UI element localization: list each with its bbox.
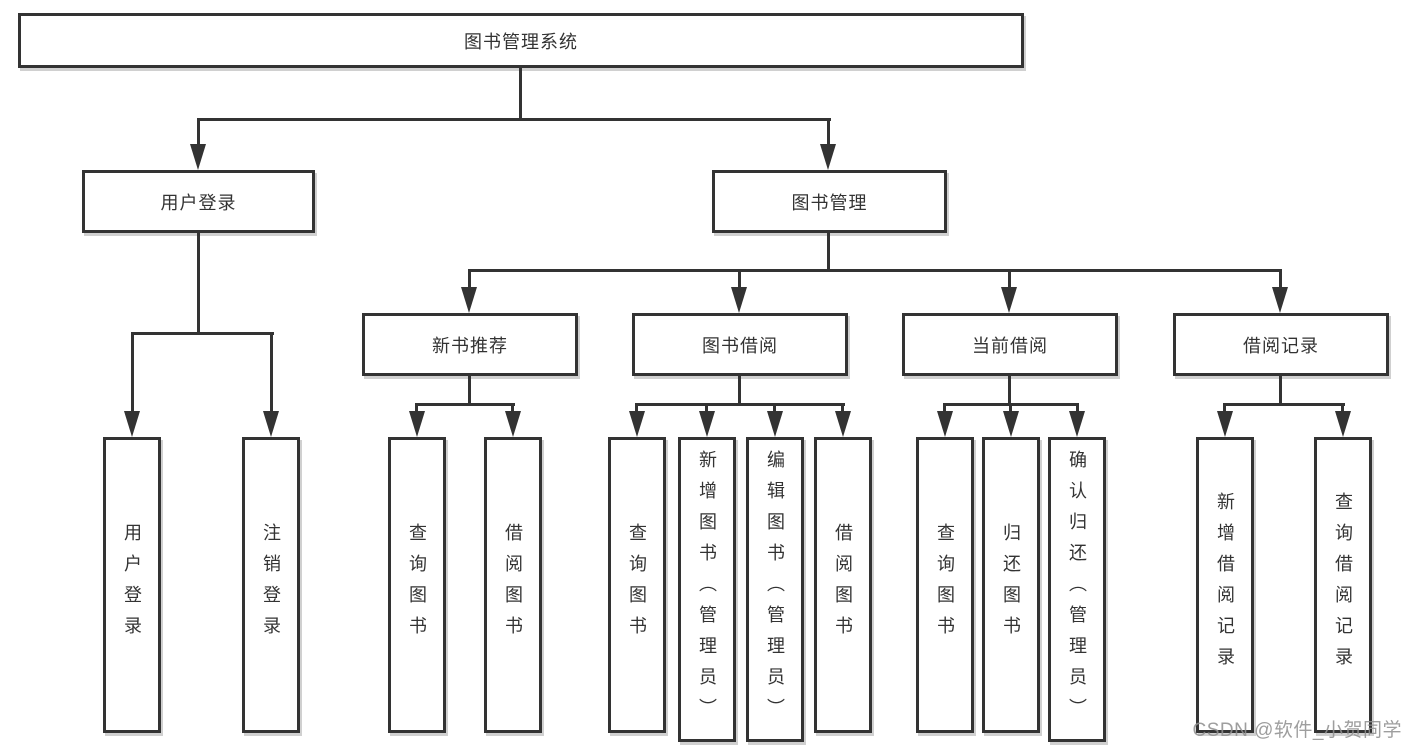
leaf-query-borrow-record-label: 查询借阅记录 — [1333, 492, 1353, 678]
connector-borrowrecords-branch2 — [1223, 403, 1345, 406]
node-user-login-label: 用户登录 — [160, 192, 237, 213]
node-root-label: 图书管理系统 — [464, 31, 578, 52]
connector-drop-user-login — [197, 118, 200, 148]
arrowhead-cb1 — [937, 411, 953, 437]
leaf-return-books-label: 归还图书 — [1001, 523, 1021, 647]
connector-drop-book-management — [827, 118, 830, 148]
leaf-logout-label: 注销登录 — [261, 523, 281, 647]
leaf-newbook-query-books-label: 查询图书 — [407, 523, 427, 647]
arrowhead-br2 — [1335, 411, 1351, 437]
arrowhead-cb2 — [1003, 411, 1019, 437]
csdn-watermark: CSDN @软件_小贺同学 — [1192, 720, 1402, 741]
leaf-edit-books-admin: 编辑图书（管理员） — [746, 437, 804, 742]
connector-drop-bb4 — [841, 403, 844, 415]
connector-drop-nb1 — [415, 403, 418, 415]
leaf-current-query-books: 查询图书 — [916, 437, 974, 733]
leaf-query-borrow-record: 查询借阅记录 — [1314, 437, 1372, 733]
arrowhead-nb2 — [505, 411, 521, 437]
connector-drop-nb2 — [511, 403, 514, 415]
connector-drop-bookborrow — [738, 269, 741, 291]
node-new-book-recommend-label: 新书推荐 — [432, 335, 508, 356]
node-current-borrowing-label: 当前借阅 — [972, 335, 1048, 356]
leaf-borrowing-borrow-books: 借阅图书 — [814, 437, 872, 733]
leaf-newbook-borrow-books-label: 借阅图书 — [503, 523, 523, 647]
node-root: 图书管理系统 — [18, 13, 1024, 68]
node-new-book-recommend: 新书推荐 — [362, 313, 578, 376]
arrowhead-bb3 — [767, 411, 783, 437]
leaf-borrowing-query-books: 查询图书 — [608, 437, 666, 733]
node-book-borrowing-label: 图书借阅 — [702, 335, 778, 356]
connector-currentborrow-stem2 — [1008, 376, 1011, 405]
connector-drop-leaf-logout — [270, 332, 273, 413]
connector-root-branch — [197, 118, 831, 121]
leaf-user-login-label: 用户登录 — [122, 523, 142, 647]
connector-borrowrecords-stem2 — [1279, 376, 1282, 405]
node-book-borrowing: 图书借阅 — [632, 313, 848, 376]
connector-bookmgmt-branch — [468, 269, 1282, 272]
connector-drop-currentborrow — [1008, 269, 1011, 291]
leaf-user-login: 用户登录 — [103, 437, 161, 733]
node-current-borrowing: 当前借阅 — [902, 313, 1118, 376]
arrowhead-cb3 — [1069, 411, 1085, 437]
node-user-login: 用户登录 — [82, 170, 315, 233]
connector-bookmgmt-stem — [827, 233, 830, 272]
leaf-confirm-return-admin-label: 确认归还（管理员） — [1067, 450, 1087, 729]
leaf-borrowing-borrow-books-label: 借阅图书 — [833, 523, 853, 647]
leaf-newbook-borrow-books: 借阅图书 — [484, 437, 542, 733]
leaf-add-books-admin-label: 新增图书（管理员） — [697, 450, 717, 729]
arrowhead-bb4 — [835, 411, 851, 437]
arrowhead-bb1 — [629, 411, 645, 437]
arrowhead-nb1 — [409, 411, 425, 437]
connector-drop-newbook — [468, 269, 471, 291]
connector-newbook-stem — [468, 376, 471, 405]
arrowhead-currentborrow — [1001, 287, 1017, 313]
arrowhead-bookborrow — [731, 287, 747, 313]
arrowhead-book-management — [820, 144, 836, 170]
connector-bookborrow-branch2 — [635, 403, 845, 406]
connector-root-stem — [519, 68, 522, 119]
connector-userlogin-branch — [131, 332, 274, 335]
leaf-logout: 注销登录 — [242, 437, 300, 733]
connector-drop-cb3 — [1076, 403, 1079, 415]
leaf-add-borrow-record-label: 新增借阅记录 — [1215, 492, 1235, 678]
connector-drop-bb3 — [773, 403, 776, 415]
leaf-newbook-query-books: 查询图书 — [388, 437, 446, 733]
node-book-management-label: 图书管理 — [791, 192, 868, 213]
leaf-borrowing-query-books-label: 查询图书 — [627, 523, 647, 647]
arrowhead-bb2 — [699, 411, 715, 437]
leaf-confirm-return-admin: 确认归还（管理员） — [1048, 437, 1106, 742]
leaf-current-query-books-label: 查询图书 — [935, 523, 955, 647]
leaf-add-books-admin: 新增图书（管理员） — [678, 437, 736, 742]
connector-newbook-branch — [415, 403, 515, 406]
connector-drop-bb1 — [635, 403, 638, 415]
connector-drop-borrowrecords — [1279, 269, 1282, 291]
connector-drop-br2 — [1341, 403, 1344, 415]
connector-userlogin-stem — [197, 233, 200, 335]
leaf-return-books: 归还图书 — [982, 437, 1040, 733]
node-borrowing-records-label: 借阅记录 — [1243, 335, 1319, 356]
arrowhead-newbook — [461, 287, 477, 313]
connector-drop-cb2 — [1009, 403, 1012, 415]
leaf-add-borrow-record: 新增借阅记录 — [1196, 437, 1254, 733]
arrowhead-borrowrecords — [1272, 287, 1288, 313]
connector-bookborrow-stem2 — [738, 376, 741, 405]
arrowhead-user-login — [190, 144, 206, 170]
arrowhead-leaf-logout — [263, 411, 279, 437]
connector-drop-leaf-login — [131, 332, 134, 413]
connector-drop-bb2 — [705, 403, 708, 415]
arrowhead-br1 — [1217, 411, 1233, 437]
connector-drop-br1 — [1223, 403, 1226, 415]
node-borrowing-records: 借阅记录 — [1173, 313, 1389, 376]
connector-drop-cb1 — [943, 403, 946, 415]
node-book-management: 图书管理 — [712, 170, 947, 233]
leaf-edit-books-admin-label: 编辑图书（管理员） — [765, 450, 785, 729]
arrowhead-leaf-login — [124, 411, 140, 437]
